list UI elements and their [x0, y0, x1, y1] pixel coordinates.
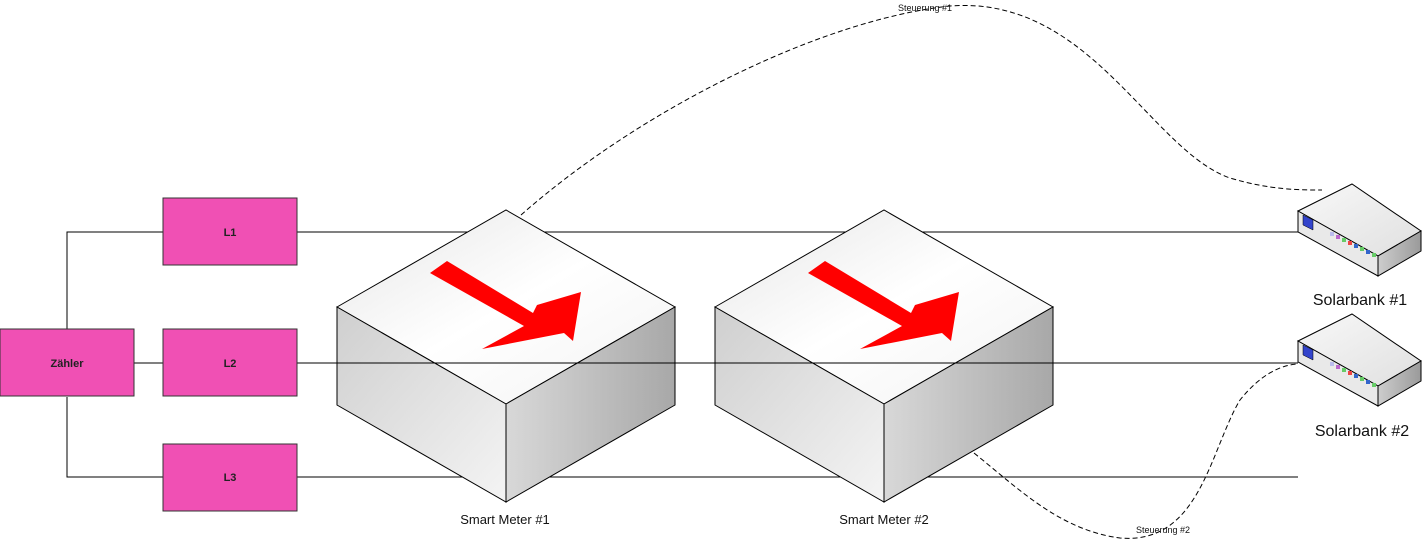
direction-arrow-icon — [808, 261, 959, 349]
wiring — [66, 231, 163, 478]
display-icon — [1302, 344, 1314, 361]
status-led — [1372, 253, 1376, 257]
status-led — [1372, 383, 1376, 387]
cube-right — [883, 306, 1054, 503]
device-side — [1377, 360, 1422, 407]
control-link-2-label: Steuerung #2 — [1136, 525, 1190, 535]
status-led — [1360, 377, 1364, 381]
status-led — [1348, 371, 1352, 375]
zaehler-label: Zähler — [50, 358, 84, 370]
status-led — [1354, 244, 1358, 248]
smart-meter-2-label: Smart Meter #2 — [839, 512, 929, 527]
status-led — [1330, 232, 1334, 236]
phase-box-l3[interactable]: L3 — [162, 443, 298, 512]
status-led — [1354, 374, 1358, 378]
wire-zaehler-l3 — [66, 397, 163, 478]
control-link-1-label: Steuerung #1 — [898, 3, 952, 13]
solarbank-2[interactable]: Solarbank #2 — [1296, 313, 1422, 440]
solarbank-label: Solarbank #2 — [1315, 423, 1409, 440]
wire-zaehler-l1 — [66, 231, 163, 329]
smart-meter-1[interactable] — [335, 209, 677, 503]
status-led — [1360, 247, 1364, 251]
cube-right — [505, 306, 676, 503]
phase-label: L2 — [224, 358, 237, 370]
smart-meter-1-label: Smart Meter #1 — [460, 512, 550, 527]
device-side — [1377, 230, 1422, 277]
smart-meter-2[interactable] — [713, 209, 1055, 503]
display-icon — [1302, 214, 1314, 231]
status-led — [1342, 238, 1346, 242]
control-links — [520, 5, 1323, 539]
direction-arrow-icon — [430, 261, 581, 349]
status-led — [1330, 362, 1334, 366]
status-led — [1366, 250, 1370, 254]
solarbank-label: Solarbank #1 — [1313, 292, 1407, 309]
status-led — [1336, 365, 1340, 369]
phase-label: L1 — [224, 227, 237, 239]
status-led — [1366, 380, 1370, 384]
phase-box-l1[interactable]: L1 — [162, 197, 298, 266]
zaehler-box[interactable]: Zähler — [0, 328, 135, 397]
control-link-2 — [973, 363, 1299, 539]
status-led — [1336, 235, 1340, 239]
status-led — [1342, 368, 1346, 372]
solarbank-1[interactable]: Solarbank #1 — [1296, 183, 1422, 309]
control-link-1 — [520, 5, 1323, 216]
phase-label: L3 — [224, 472, 237, 484]
status-led — [1348, 241, 1352, 245]
phase-box-l2[interactable]: L2 — [162, 328, 298, 397]
